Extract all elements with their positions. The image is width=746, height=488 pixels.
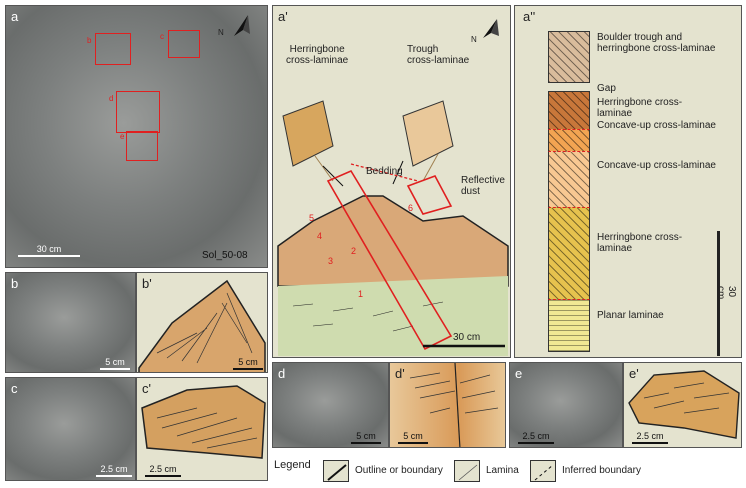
layer-label: Concave-up cross-laminae bbox=[597, 120, 716, 131]
panel-label: a bbox=[11, 9, 19, 24]
region-label: b bbox=[87, 36, 92, 45]
lamina-sketch bbox=[628, 370, 740, 439]
panel-label: d bbox=[278, 366, 286, 381]
panel-a-photo: a b c d e N 30 cm Sol_50-08 bbox=[5, 5, 268, 268]
herringbone-label: Herringbone cross-laminae bbox=[286, 44, 349, 66]
lamina-sketch bbox=[138, 279, 266, 372]
region-label: d bbox=[109, 94, 114, 103]
region-label: c bbox=[160, 32, 164, 41]
trough-label: Trough cross-laminae bbox=[407, 44, 470, 66]
panel-c-prime-sketch: c' 2.5 cm bbox=[136, 377, 268, 481]
scale-label: 30 cm bbox=[715, 286, 737, 300]
legend-item: Inferred boundary bbox=[562, 465, 641, 476]
region-box-d bbox=[116, 91, 160, 133]
scale-bar: 30 cm bbox=[18, 244, 80, 257]
layer-label: Herringbone cross-laminae bbox=[597, 97, 683, 119]
scale-bar: 2.5 cm bbox=[145, 464, 181, 477]
legend-item: Lamina bbox=[486, 465, 519, 476]
north-arrow-icon bbox=[483, 19, 499, 38]
sol-label: Sol_50-08 bbox=[202, 250, 248, 261]
strat-layer bbox=[548, 207, 590, 299]
strat-layer bbox=[548, 299, 590, 352]
section-number: 1 bbox=[358, 289, 364, 299]
strat-layer bbox=[548, 151, 590, 207]
lamina-symbol-icon bbox=[454, 460, 480, 482]
gap-label: Gap bbox=[597, 83, 616, 94]
layer-label: Planar laminae bbox=[597, 310, 664, 321]
section-number: 2 bbox=[351, 246, 357, 256]
lamina-sketch bbox=[409, 363, 499, 447]
layer-label: Concave-up cross-laminae bbox=[597, 160, 716, 171]
region-label: e bbox=[120, 132, 125, 141]
layer-label: Boulder trough and herringbone cross-lam… bbox=[597, 32, 716, 54]
panel-label: a' bbox=[278, 9, 288, 24]
scale-bar: 5 cm bbox=[398, 431, 428, 444]
reflective-dust-label: Reflective dust bbox=[461, 175, 505, 197]
region-box-c bbox=[168, 30, 200, 58]
scale-bar: 5 cm bbox=[233, 357, 263, 370]
strat-layer bbox=[548, 129, 590, 151]
panel-label: e bbox=[515, 366, 523, 381]
strat-layer bbox=[548, 31, 590, 83]
strat-layer bbox=[548, 91, 590, 129]
panel-label: b' bbox=[142, 276, 152, 291]
north-label: N bbox=[218, 28, 224, 37]
legend-title: Legend bbox=[274, 459, 311, 471]
inferred-boundary-symbol-icon bbox=[530, 460, 556, 482]
panel-d-photo: d 5 cm bbox=[272, 362, 389, 448]
panel-d-prime-sketch: d' 5 cm bbox=[389, 362, 506, 448]
scale-bar: 2.5 cm bbox=[632, 431, 668, 444]
lamina-sketch bbox=[141, 385, 266, 459]
region-box-e bbox=[126, 131, 158, 161]
panel-c-photo: c 2.5 cm bbox=[5, 377, 136, 481]
scale-bar: 5 cm bbox=[351, 431, 381, 444]
scale-bar: 2.5 cm bbox=[518, 431, 554, 444]
section-number: 4 bbox=[317, 231, 323, 241]
panel-a-prime-sketch: a' N Herringbone cross-laminae Trough cr… bbox=[272, 5, 511, 358]
panel-e-photo: e 2.5 cm bbox=[509, 362, 623, 448]
outcrop-sketch bbox=[277, 100, 509, 356]
panel-label: e' bbox=[629, 366, 639, 381]
section-number: 5 bbox=[309, 213, 315, 223]
layer-label: Herringbone cross-laminae bbox=[597, 232, 683, 254]
panel-b-photo: b 5 cm bbox=[5, 272, 136, 373]
scale-label: 30 cm bbox=[453, 332, 481, 343]
panel-label: a'' bbox=[523, 9, 536, 24]
section-number: 3 bbox=[328, 256, 334, 266]
scale-bar bbox=[717, 231, 720, 356]
north-arrow-icon bbox=[234, 15, 250, 36]
bedding-label: Bedding bbox=[366, 166, 403, 177]
scale-bar: 5 cm bbox=[100, 357, 130, 370]
panel-b-prime-sketch: b' 5 cm bbox=[136, 272, 268, 373]
panel-label: d' bbox=[395, 366, 405, 381]
panel-label: b bbox=[11, 276, 19, 291]
panel-label: c bbox=[11, 381, 18, 396]
legend-item: Outline or boundary bbox=[355, 465, 443, 476]
panel-e-prime-sketch: e' 2.5 cm bbox=[623, 362, 742, 448]
region-box-b bbox=[95, 33, 131, 65]
outline-symbol-icon bbox=[323, 460, 349, 482]
scale-bar: 2.5 cm bbox=[96, 464, 132, 477]
north-label: N bbox=[471, 35, 477, 44]
section-number: 6 bbox=[408, 203, 414, 213]
panel-label: c' bbox=[142, 381, 151, 396]
